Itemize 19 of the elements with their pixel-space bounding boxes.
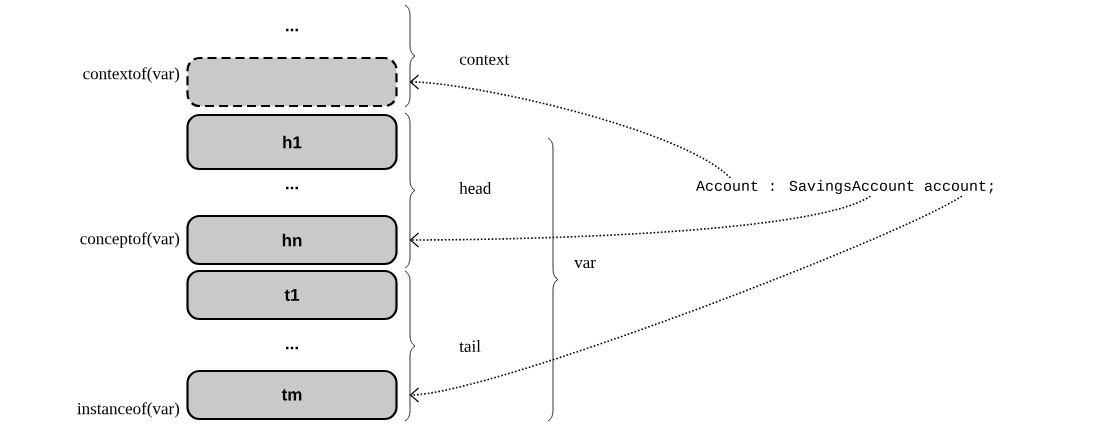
brace-label: head <box>459 182 492 194</box>
stack-box: h1 <box>186 113 398 171</box>
dotted-arrow <box>409 195 872 248</box>
brace-label: var <box>574 259 596 269</box>
side-label: conceptof(var) <box>80 232 180 248</box>
ellipsis: ... <box>286 346 298 350</box>
ellipsis: ... <box>286 186 298 190</box>
side-label: instanceof(var) <box>77 402 180 418</box>
stack-box: tm <box>186 369 398 421</box>
dotted-arrow <box>409 195 963 403</box>
side-label: contextof(var) <box>83 67 180 83</box>
stack-box: hn <box>186 214 398 266</box>
dashed-box <box>186 56 398 108</box>
dotted-arrow <box>409 74 732 179</box>
code-text: Account : SavingsAccount account; <box>696 180 993 194</box>
brace-label: tail <box>459 340 481 352</box>
brace-label: context <box>459 55 510 65</box>
ellipsis: ... <box>286 28 298 32</box>
stack-box: t1 <box>186 269 398 321</box>
